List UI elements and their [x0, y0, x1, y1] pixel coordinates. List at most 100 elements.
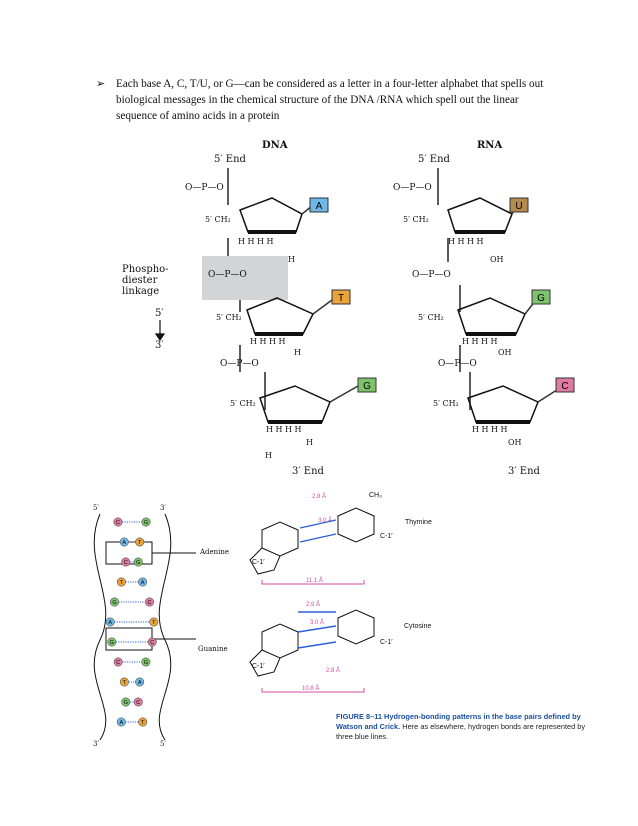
thymine-label: Thymine — [405, 519, 432, 526]
phospho-label-2: diester — [122, 275, 158, 286]
phospho-label-1: Phospho- — [122, 264, 169, 275]
helix-base-letter: G — [124, 700, 128, 706]
dna-base-g: G — [357, 377, 377, 393]
dist-label-1: 2.8 Å — [312, 493, 326, 500]
helix-top-3: 3′ — [160, 504, 166, 512]
adenine-label: Adenine — [199, 548, 229, 556]
rna-title: RNA — [477, 140, 502, 151]
helix-base-letter: T — [120, 580, 124, 586]
helix-base-letter: C — [136, 700, 140, 706]
dna-base-t: T — [331, 289, 351, 305]
c1-label-2: C-1′ — [380, 639, 393, 646]
dist-label-5: 3.0 Å — [310, 619, 324, 626]
svg-text:5′ CH₂: 5′ CH₂ — [216, 313, 242, 322]
svg-text:C: C — [561, 381, 568, 392]
bullet-paragraph: ➢ Each base A, C, T/U, or G—can be consi… — [96, 76, 546, 124]
helix-base-letter: C — [116, 660, 120, 666]
svg-text:5′ CH₂: 5′ CH₂ — [403, 215, 429, 224]
helix-base-letter: C — [116, 520, 120, 526]
helix-base-letter: T — [123, 680, 127, 686]
c1-label-3: C-1′ — [252, 559, 265, 566]
c1-label-1: C-1′ — [380, 533, 393, 540]
svg-text:5′ CH₂: 5′ CH₂ — [433, 399, 459, 408]
helix-base-letter: A — [141, 580, 145, 586]
helix-base-letter: A — [119, 720, 123, 726]
svg-text:OH: OH — [508, 438, 522, 447]
svg-text:OH: OH — [490, 255, 504, 264]
direction-5: 5′ — [155, 308, 164, 319]
svg-text:G: G — [537, 293, 545, 304]
svg-text:T: T — [338, 293, 344, 304]
svg-text:H H H H: H H H H — [462, 337, 498, 346]
helix-base-letter: T — [152, 620, 156, 626]
helix-base-letter: A — [108, 620, 112, 626]
cytosine-label: Cytosine — [404, 623, 431, 630]
helix-base-letter: C — [150, 640, 154, 646]
helix-base-letter: G — [110, 640, 114, 646]
dna-3-end: 3′ End — [292, 466, 325, 477]
helix-base-letter: G — [144, 520, 148, 526]
rna-5-end: 5′ End — [418, 154, 451, 165]
svg-text:H H H H: H H H H — [266, 425, 302, 434]
svg-text:A: A — [316, 201, 323, 212]
direction-3: 3′ — [155, 340, 164, 351]
svg-text:OH: OH — [498, 348, 512, 357]
dist-label-2: 3.0 Å — [318, 517, 332, 524]
svg-text:H: H — [294, 348, 301, 357]
svg-text:H H H H: H H H H — [250, 337, 286, 346]
svg-text:O—P—O: O—P—O — [185, 183, 224, 193]
bullet-text: Each base A, C, T/U, or G—can be conside… — [116, 78, 544, 122]
direction-arrow-icon — [154, 320, 166, 342]
rna-3-end: 3′ End — [508, 466, 541, 477]
dist-label-6: 2.8 Å — [326, 667, 340, 674]
helix-base-letter: C — [148, 600, 152, 606]
dna-title: DNA — [262, 140, 288, 151]
helix-top-5: 5′ — [93, 504, 99, 512]
helix-base-letter: C — [124, 560, 128, 566]
svg-text:O—P—O: O—P—O — [393, 183, 432, 193]
svg-text:O—P—O: O—P—O — [438, 359, 477, 369]
helix-base-letter: T — [141, 720, 145, 726]
dna-base-a: A — [309, 197, 329, 213]
svg-text:O—P—O: O—P—O — [208, 270, 247, 280]
figure-caption: FIGURE 8–11 Hydrogen-bonding patterns in… — [336, 712, 596, 742]
dna-5-end: 5′ End — [214, 154, 247, 165]
caption-body: Here as elsewhere, hydrogen bonds are re… — [336, 722, 586, 741]
svg-text:H: H — [306, 438, 313, 447]
helix-base-right — [133, 697, 143, 707]
helix-base-right — [138, 717, 148, 727]
svg-text:O—P—O: O—P—O — [412, 270, 451, 280]
helix-base-letter: T — [138, 540, 142, 546]
dist-label-3: 11.1 Å — [306, 577, 323, 584]
helix-bottom-5: 5′ — [160, 740, 166, 748]
svg-text:5′ CH₂: 5′ CH₂ — [230, 399, 256, 408]
rna-base-u: U — [509, 197, 529, 213]
svg-text:G: G — [363, 381, 371, 392]
svg-text:H: H — [265, 451, 272, 460]
rna-base-g: G — [531, 289, 551, 305]
helix-base-letter: A — [122, 540, 126, 546]
bullet-arrow-icon: ➢ — [96, 78, 106, 90]
helix-bottom-3: 3′ — [93, 740, 99, 748]
svg-text:5′ CH₂: 5′ CH₂ — [418, 313, 444, 322]
dist-label-7: 10.8 Å — [302, 685, 319, 692]
dna-rna-structure-figure: A T G U G C DNA RNA 5′ End 5′ End 3′ End… — [122, 140, 575, 477]
svg-text:H: H — [288, 255, 295, 264]
helix-base-right — [133, 557, 143, 567]
svg-text:H H H H: H H H H — [238, 237, 274, 246]
helix-base-letter: G — [112, 600, 116, 606]
helix-base-letter: A — [138, 680, 142, 686]
helix-base-letter: G — [136, 560, 140, 566]
svg-text:O—P—O: O—P—O — [220, 359, 259, 369]
helix-base-right — [149, 617, 159, 627]
svg-text:H H H H: H H H H — [448, 237, 484, 246]
svg-text:5′ CH₂: 5′ CH₂ — [205, 215, 231, 224]
rna-base-c: C — [555, 377, 575, 393]
phospho-label-3: linkage — [122, 286, 159, 297]
dist-label-4: 2.9 Å — [306, 601, 320, 608]
caption-title: FIGURE 8–11 Hydrogen-bonding patterns in… — [336, 712, 581, 731]
guanine-label: Guanine — [198, 645, 228, 653]
helix-base-letter: G — [144, 660, 148, 666]
phosphodiester-box — [202, 256, 288, 300]
